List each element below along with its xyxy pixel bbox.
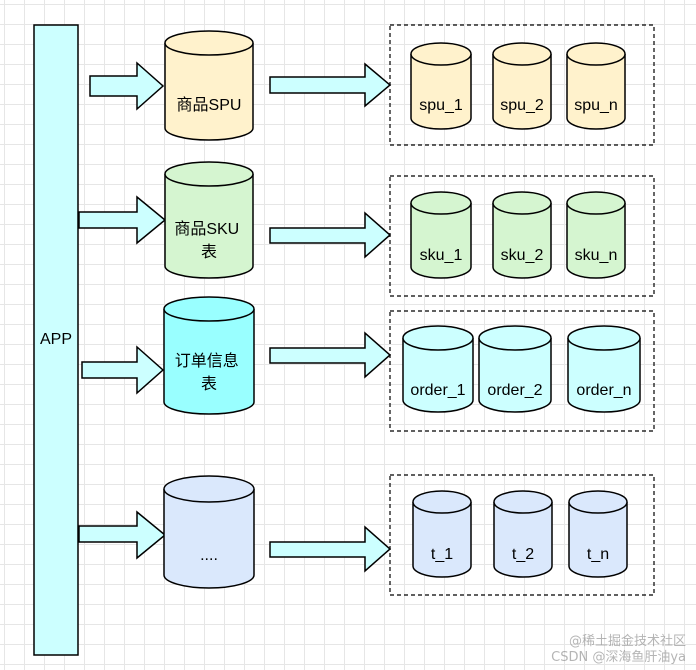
- watermark-line-2: CSDN @深海鱼肝油ya: [551, 650, 686, 665]
- shard-sku-1: [410, 191, 472, 279]
- shard-spu-n: [566, 42, 626, 130]
- app-bar: [33, 24, 79, 656]
- shard-spu-n-label: spu_n: [574, 97, 618, 114]
- table-misc-label: ....: [200, 547, 218, 564]
- watermark-line-1: @稀土掘金技术社区: [568, 634, 686, 649]
- shard-spu-2-label: spu_2: [500, 97, 544, 114]
- shard-misc-1-label: t_1: [431, 546, 453, 563]
- arrow-app-to-sku: [78, 195, 167, 245]
- shard-group-sku: [389, 175, 655, 297]
- app-node: APP: [33, 24, 79, 656]
- shard-group-order: [389, 310, 655, 432]
- shard-sku-2: [492, 191, 552, 279]
- shard-order-1-label: order_1: [410, 382, 465, 399]
- arrow-misc-to-shards: [269, 525, 392, 573]
- shard-order-2-label: order_2: [487, 382, 542, 399]
- shard-sku-n-label: sku_n: [575, 247, 618, 264]
- table-spu-cylinder: [164, 30, 254, 141]
- arrow-app-to-misc: [78, 510, 167, 560]
- shard-order-n: [567, 325, 641, 413]
- shard-sku-2-label: sku_2: [501, 247, 544, 264]
- shard-group-spu: [389, 24, 655, 146]
- arrow-app-to-spu: [89, 61, 165, 111]
- arrow-app-to-order: [81, 345, 165, 395]
- row-order: 订单信息 表 order_1 order_2 order_n: [81, 296, 655, 432]
- table-misc-cylinder: [163, 475, 255, 589]
- shard-misc-2: [493, 490, 553, 578]
- shard-sku-n: [566, 191, 626, 279]
- arrow-spu-to-shards: [269, 62, 392, 108]
- arrow-order-to-shards: [269, 331, 392, 379]
- row-sku: 商品SKU 表 sku_1 sku_2 sku_n: [78, 161, 655, 297]
- shard-spu-2: [492, 42, 552, 130]
- table-spu-label: 商品SPU: [177, 96, 242, 114]
- table-order-label: 订单信息 表: [175, 352, 243, 393]
- shard-sku-1-label: sku_1: [420, 247, 463, 264]
- shard-order-n-label: order_n: [576, 382, 631, 399]
- shard-misc-n-label: t_n: [587, 546, 609, 563]
- table-order-cylinder: [163, 296, 255, 415]
- table-sku-cylinder: [164, 161, 254, 279]
- arrow-sku-to-shards: [269, 211, 392, 259]
- shard-misc-n: [568, 490, 628, 578]
- shard-spu-1-label: spu_1: [419, 97, 463, 114]
- shard-group-misc: [389, 474, 655, 596]
- shard-order-1: [402, 325, 474, 413]
- table-sku-label: 商品SKU 表: [174, 220, 243, 261]
- app-label: APP: [40, 331, 72, 348]
- shard-misc-2-label: t_2: [512, 546, 534, 563]
- row-misc: .... t_1 t_2 t_n: [78, 474, 655, 596]
- shard-spu-1: [410, 42, 472, 130]
- shard-order-2: [478, 325, 552, 413]
- shard-misc-1: [412, 490, 472, 578]
- watermark: @稀土掘金技术社区 CSDN @深海鱼肝油ya: [551, 634, 686, 666]
- row-spu: 商品SPU spu_1 spu_2 spu_n: [89, 24, 655, 146]
